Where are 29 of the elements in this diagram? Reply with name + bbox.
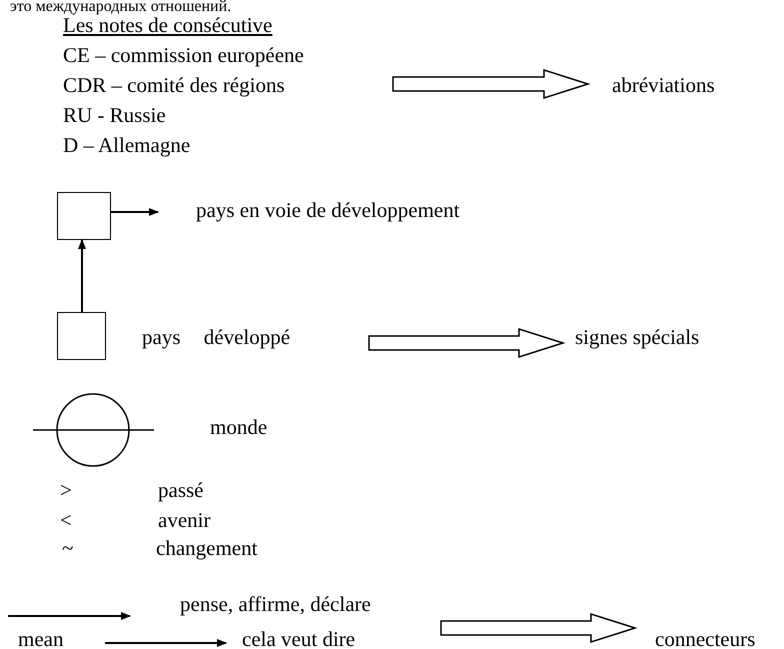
symbol-meaning: monde [210,415,268,440]
symbol-meaning: passé [158,478,204,503]
category-label: abréviations [612,73,715,97]
square-symbol [57,312,106,360]
category-label: signes spécials [575,325,700,349]
symbol-glyph: > [60,478,72,503]
square-symbol [57,192,111,240]
arrow [105,639,227,647]
abbreviation-entry: CDR – comité des régions [63,73,285,97]
symbol-glyph: < [60,508,72,533]
abbreviation-entry: D – Allemagne [63,133,190,157]
symbol-meaning: pense, affirme, déclare [180,592,371,617]
arrow [111,208,159,216]
symbol-meaning: pays développé [142,325,290,349]
symbol-meaning: avenir [158,508,210,533]
symbol-meaning: changement [156,536,258,561]
symbol-meaning: cela veut dire [242,627,356,649]
abbreviation-entry: RU - Russie [63,103,166,127]
arrow [78,239,86,312]
category-label: connecteurs [655,627,756,649]
word-label: mean [18,627,64,649]
block-arrow [392,68,590,100]
abbreviation-entry: CE – commission européene [63,43,304,67]
text-line: это международных отношений. [10,0,232,14]
block-arrow [368,328,566,358]
block-arrow [440,612,638,644]
symbol-glyph: ~ [62,536,74,561]
symbol-meaning: pays en voie de développement [196,198,460,222]
list-heading: Les notes de consécutive [63,13,272,37]
